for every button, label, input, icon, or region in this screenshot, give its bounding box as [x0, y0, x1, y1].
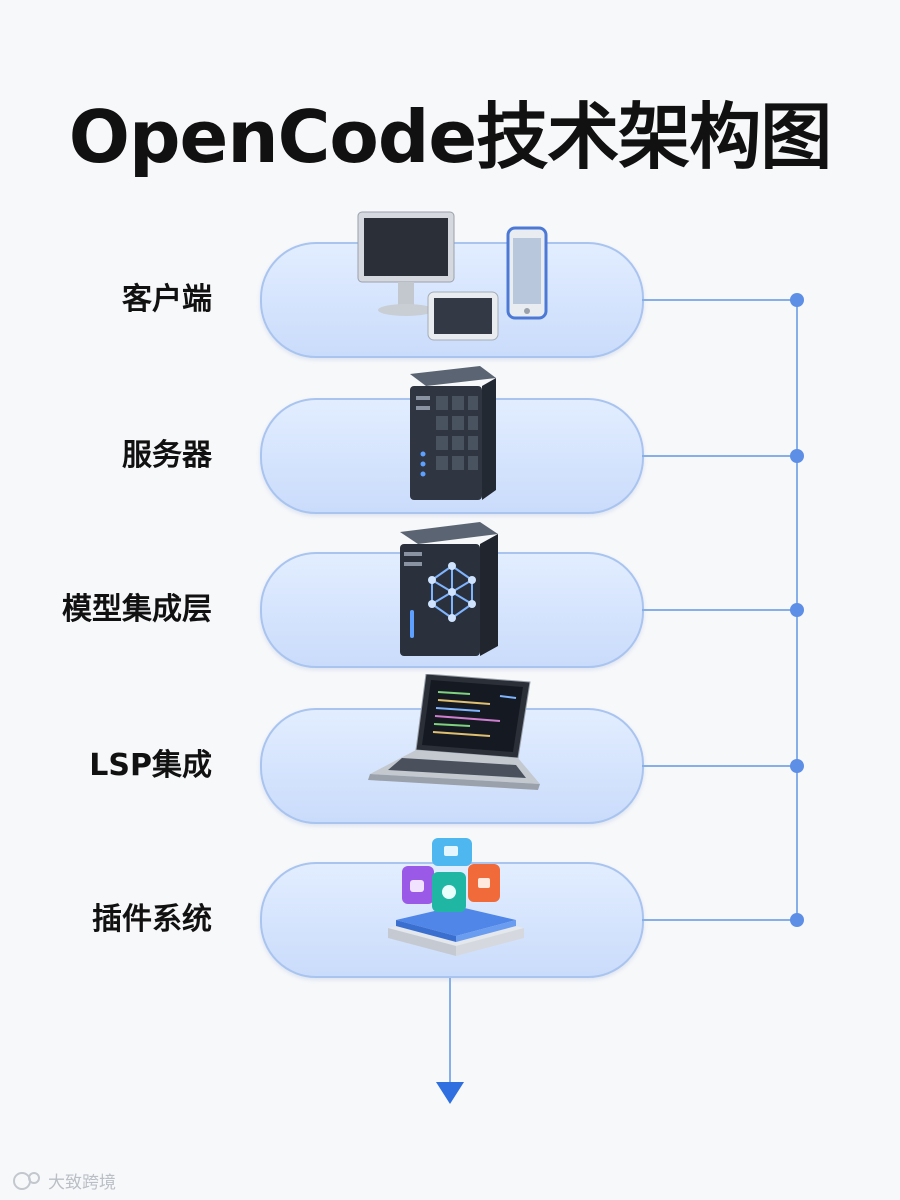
branch-connector: [642, 609, 796, 611]
branch-connector: [642, 919, 796, 921]
connector-dot: [790, 913, 804, 927]
layer-model-integration: 模型集成层: [0, 522, 900, 668]
branch-connector: [642, 765, 796, 767]
connector-dot: [790, 293, 804, 307]
connector-dot: [790, 603, 804, 617]
layer-client: 客户端: [0, 211, 900, 358]
watermark-logo: 大致跨境: [13, 1172, 116, 1193]
watermark-text: 大致跨境: [48, 1173, 116, 1193]
devices-icon: [357, 211, 548, 341]
layer-label: 插件系统: [92, 902, 212, 937]
layer-label: 服务器: [122, 438, 212, 473]
connector-dot: [790, 449, 804, 463]
output-connector-line: [449, 978, 451, 1084]
branch-connector: [642, 455, 796, 457]
layer-label: 客户端: [122, 282, 212, 317]
ai-server-icon: [400, 522, 498, 656]
page-title: OpenCode技术架构图: [68, 95, 833, 179]
branch-connector: [642, 299, 796, 301]
laptop-code-icon: [368, 674, 540, 790]
layer-server: 服务器: [0, 366, 900, 514]
server-icon: [410, 366, 496, 500]
plugin-blocks-icon: [388, 838, 524, 956]
layer-label: 模型集成层: [62, 592, 212, 627]
layer-label: LSP集成: [89, 748, 212, 783]
layer-plugin-system: 插件系统: [0, 838, 900, 978]
down-arrow-icon: [436, 1082, 464, 1104]
layer-lsp: LSP集成: [0, 674, 900, 824]
connector-dot: [790, 759, 804, 773]
